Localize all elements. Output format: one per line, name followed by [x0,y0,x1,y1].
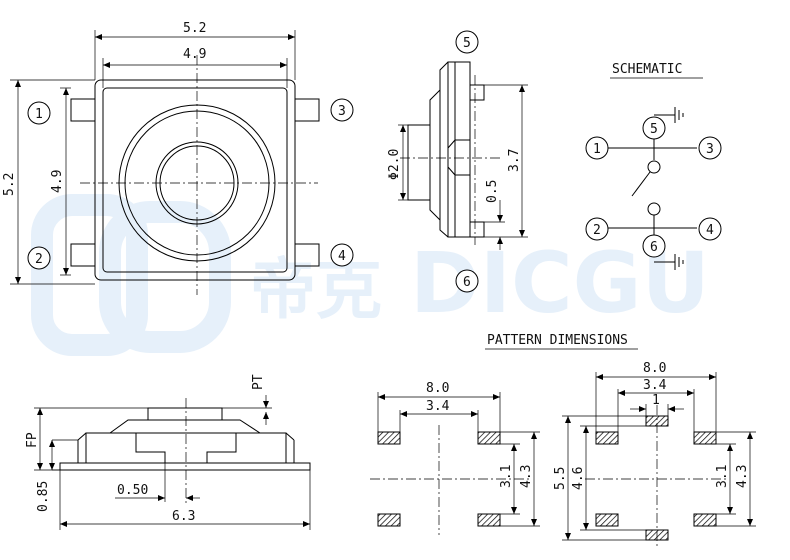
pattern-title: PATTERN DIMENSIONS [487,333,628,348]
watermark-logo: 帝克 DICGU [31,194,710,356]
pin-label-6: 6 [463,275,471,290]
pattern-left: 8.0 3.4 3.1 4.3 [370,381,540,535]
schem-pin-3: 3 [706,142,714,157]
pat-right-w1: 8.0 [643,361,666,376]
pat-left-w1: 8.0 [426,381,449,396]
pin-label-1: 1 [35,107,43,122]
schem-pin-6: 6 [650,240,658,255]
pin-label-2: 2 [35,252,43,267]
pat-right-h4: 4.3 [735,465,750,488]
front-view: PT FP 0.85 0.50 6.3 [25,374,311,530]
dim-width: 6.3 [172,509,195,524]
dim-side-height: 3.7 [507,149,522,172]
pat-left-h1: 3.1 [499,465,514,488]
pin-label-4: 4 [338,249,346,264]
dim-base: 0.85 [36,481,51,512]
pat-left-w2: 3.4 [426,399,450,414]
dim-pt: PT [251,374,266,390]
pat-left-h2: 4.3 [519,465,534,488]
schematic: SCHEMATIC 1 3 2 4 5 6 [585,62,722,270]
dim-outer-height: 5.2 [2,173,17,196]
schem-pin-5: 5 [650,122,658,137]
pat-right-h3: 3.1 [715,465,730,488]
pat-right-w3: 1 [652,393,660,408]
pat-right-h1: 5.5 [553,467,568,490]
dim-gap: 0.5 [485,180,500,203]
watermark-cn: 帝克 [250,251,382,328]
schematic-title: SCHEMATIC [612,62,682,77]
dim-outer-width: 5.2 [183,21,206,36]
pat-right-h2: 4.6 [571,467,586,490]
dim-fp: FP [25,432,40,448]
dim-diameter: Φ2.0 [387,149,402,180]
top-view: 5.2 4.9 5.2 4.9 1 2 3 4 [2,21,354,295]
dim-inner-width: 4.9 [183,47,206,62]
pin-label-5: 5 [463,36,471,51]
schem-pin-4: 4 [706,223,714,238]
schem-pin-1: 1 [593,142,601,157]
dim-inner-height: 4.9 [50,170,65,193]
pat-right-w2: 3.4 [643,378,667,393]
side-view: 3.7 Φ2.0 0.5 5 6 [387,30,528,293]
schem-pin-2: 2 [593,223,601,238]
dim-offset: 0.50 [117,483,148,498]
pin-label-3: 3 [338,104,346,119]
pattern-right: 8.0 3.4 1 5.5 4.6 3.1 4.3 [553,361,756,548]
